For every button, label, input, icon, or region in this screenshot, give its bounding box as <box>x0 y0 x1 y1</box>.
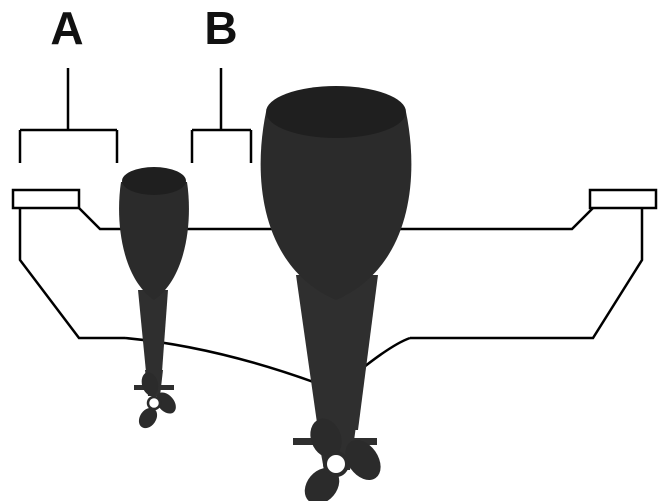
small-motor-top <box>122 167 186 195</box>
label-a: A <box>50 2 83 54</box>
small-outboard-motor <box>119 167 189 429</box>
bracket-a <box>18 68 119 163</box>
small-motor-leg <box>138 290 168 372</box>
bracket-b <box>190 68 253 163</box>
right-gunwale <box>588 188 658 210</box>
large-outboard-motor <box>260 86 412 501</box>
large-motor-leg <box>296 275 378 430</box>
small-prop-hub <box>146 395 162 411</box>
small-prop-blade-top <box>141 372 159 396</box>
hull-left-side <box>18 208 125 340</box>
small-prop-blade-right <box>156 392 176 414</box>
large-motor-top <box>266 86 406 138</box>
large-motor-cowling <box>260 112 412 300</box>
large-prop-blade-right <box>345 440 381 480</box>
small-prop-blade-bottom <box>138 407 158 429</box>
label-b: B <box>204 2 237 54</box>
hull-right-side <box>410 208 644 340</box>
large-prop-blade-bottom <box>304 467 340 501</box>
small-motor-cowling <box>119 182 189 300</box>
left-gunwale <box>11 188 81 210</box>
large-prop-blade-top <box>310 418 342 458</box>
large-prop-hub <box>323 451 349 477</box>
